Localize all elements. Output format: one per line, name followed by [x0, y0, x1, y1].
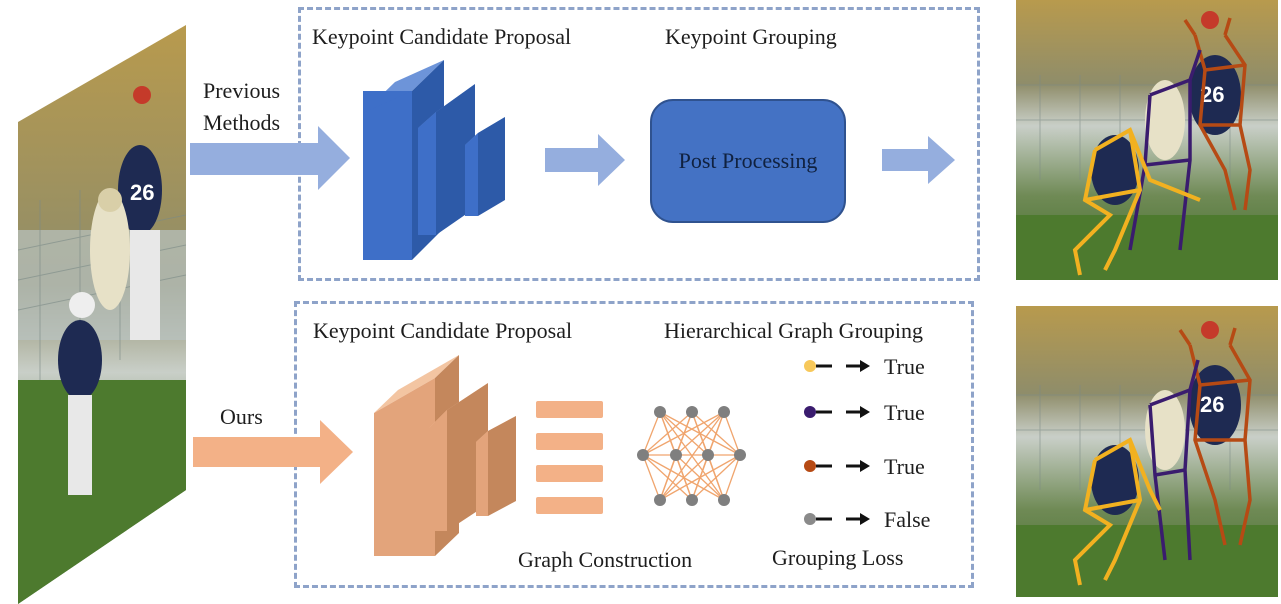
- bottom-section1-title: Keypoint Candidate Proposal: [313, 318, 573, 343]
- pose-result-ours: 26: [1016, 306, 1278, 597]
- previous-label-line1: Previous: [203, 78, 280, 103]
- legend-label-yellow: True: [884, 354, 925, 379]
- svg-text:26: 26: [130, 180, 154, 205]
- top-section2-title: Keypoint Grouping: [665, 24, 837, 49]
- legend-label-gray: False: [884, 507, 931, 532]
- pose-result-previous: 26: [1016, 0, 1278, 280]
- graph-construction-caption: Graph Construction: [518, 547, 693, 572]
- legend-label-purple: True: [884, 400, 925, 425]
- bottom-section2-title: Hierarchical Graph Grouping: [664, 318, 924, 343]
- svg-text:26: 26: [1200, 82, 1224, 107]
- svg-text:26: 26: [1200, 392, 1224, 417]
- top-section1-title: Keypoint Candidate Proposal: [312, 24, 572, 49]
- post-processing-label: Post Processing: [678, 148, 818, 173]
- grouping-loss-caption: Grouping Loss: [772, 545, 904, 570]
- previous-label-line2: Methods: [203, 110, 280, 135]
- legend-label-orange: True: [884, 454, 925, 479]
- ours-label: Ours: [220, 404, 263, 429]
